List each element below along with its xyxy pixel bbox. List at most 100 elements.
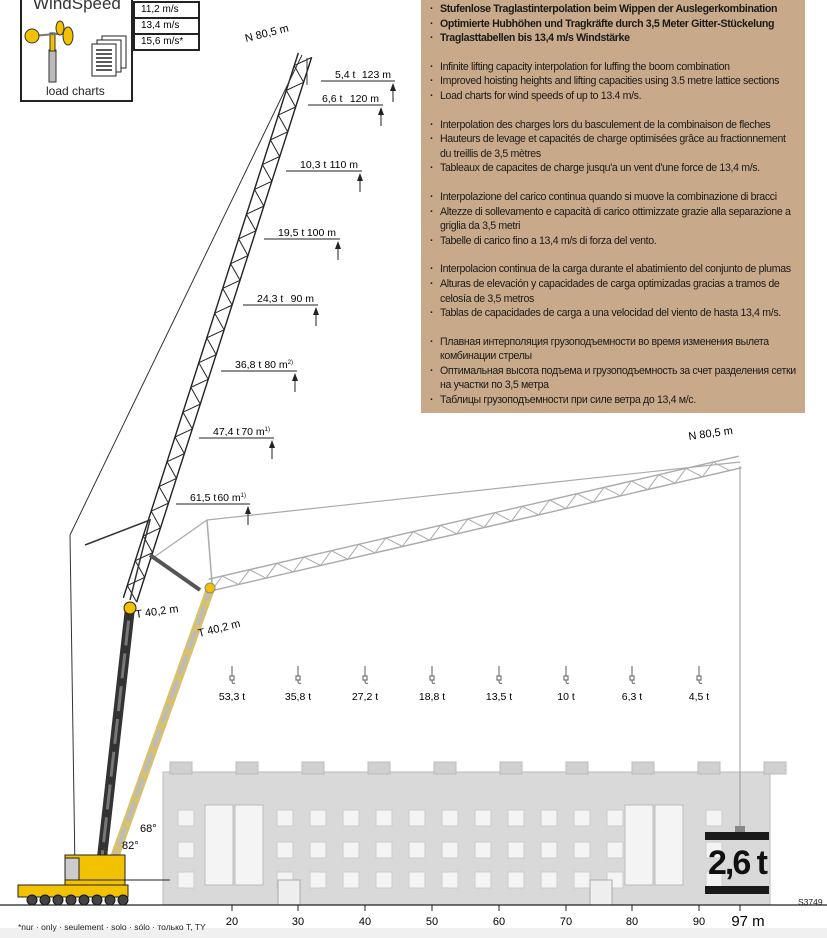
chimney [631,761,655,775]
height-value: 100 m [307,227,336,239]
feature-panel: Stufenlose Traglastinterpolation beim Wi… [421,0,805,413]
max-radius-load-value: 2,6 t [707,844,768,882]
building-window [573,871,591,889]
strut-side [206,519,213,584]
building-window [276,841,294,859]
hook-icon [295,666,302,685]
height-arrow-icon [245,506,251,514]
building-window-tall [654,804,684,886]
height-arrow-icon [269,440,275,448]
building-window [507,809,525,827]
luffing-jib [122,52,313,603]
building-window [540,809,558,827]
height-arrow-icon [390,83,396,91]
building-window [276,809,294,827]
wheel [104,894,116,906]
height-value: 123 m [362,69,391,81]
footnote-mark: 1) [241,493,246,499]
footnote-mark: 1) [265,427,270,433]
drawing-code: S3749 [798,897,823,907]
wind-speed-table: 11,2 m/s 13,4 m/s 15,6 m/s* [133,1,200,51]
lattice-chord [208,455,739,580]
load-value: 47,4 t [213,426,239,438]
wheel [65,894,77,906]
building-window [606,841,624,859]
height-value: 90 m [291,293,315,305]
load-value: 19,5 t [278,227,304,239]
wheel [52,894,64,906]
radius-load-value: 27,2 t [352,691,378,703]
chimney [169,761,193,775]
feature-item: Плавная интерполяция грузоподъемности во… [429,335,797,364]
feature-item: Infinite lifting capacity interpolation … [429,60,797,75]
chimney [565,761,589,775]
height-number: 110 m [330,159,359,171]
chimney [433,761,457,775]
hook-icon [696,666,703,685]
building-window [474,809,492,827]
height-value: 80 m2) [264,359,293,371]
feature-item: Таблицы грузоподъемности при силе ветра … [429,393,797,408]
radius-load-value: 53,3 t [219,691,245,703]
height-number: 70 m [241,426,265,438]
bottom-band [0,928,827,938]
building-window [309,871,327,889]
height-number: 100 m [307,227,336,239]
feature-item: Tableaux de capacites de charge jusqu'a … [429,161,797,176]
building-window [375,841,393,859]
chimney [301,761,325,775]
feature-list-de: Stufenlose Traglastinterpolation beim Wi… [429,2,797,46]
building-window [342,809,360,827]
building-window [540,871,558,889]
feature-item: Interpolacion continua de la carga duran… [429,262,797,277]
building-window [177,871,195,889]
angle-label-82: 82° [122,840,139,852]
feature-item: Оптимальная высота подъема и грузоподъем… [429,364,797,393]
guy-line-lower [69,534,76,871]
feature-item: Altezze di sollevamento e capacità di ca… [429,205,797,234]
building-window [408,871,426,889]
chimney [367,761,391,775]
building-window [375,809,393,827]
building-window [177,841,195,859]
height-arrow-icon [378,107,384,115]
building-window [309,841,327,859]
axis-tick-label: 50 [426,916,438,928]
axis-tick-label: 40 [359,916,371,928]
wheel [78,894,90,906]
height-number: 80 m [264,359,288,371]
wheel [39,894,51,906]
building-window [309,809,327,827]
boom-pivot [123,601,137,615]
height-value: 120 m [350,93,379,105]
height-arrow-icon [335,241,341,249]
building-window [507,871,525,889]
axis-tick-label: 70 [560,916,572,928]
load-value: 6,6 t [322,93,343,105]
feature-item: Tabelle di carico fino a 13,4 m/s di for… [429,234,797,249]
wheel [91,894,103,906]
height-value: 110 m [330,159,359,171]
feature-item: Hauteurs de levage et capacités de charg… [429,132,797,161]
height-arrow-icon [292,373,298,381]
height-number: 120 m [350,93,379,105]
jib-length-label-side: N 80,5 m [688,425,734,443]
windspeed-box [20,0,133,102]
axis-end-label: 97 m [731,913,764,930]
radius-load-value: 18,8 t [419,691,445,703]
height-number: 60 m [217,492,241,504]
lattice-chord [211,467,742,592]
guy-line [69,54,303,536]
feature-list-ru: Плавная интерполяция грузоподъемности во… [429,335,797,408]
feature-list-es: Interpolacion continua de la carga duran… [429,262,797,320]
max-radius-load-badge: 2,6 t [705,832,769,894]
footnote: *nur · only · seulement · solo · sólo · … [18,922,206,932]
building-window [441,871,459,889]
